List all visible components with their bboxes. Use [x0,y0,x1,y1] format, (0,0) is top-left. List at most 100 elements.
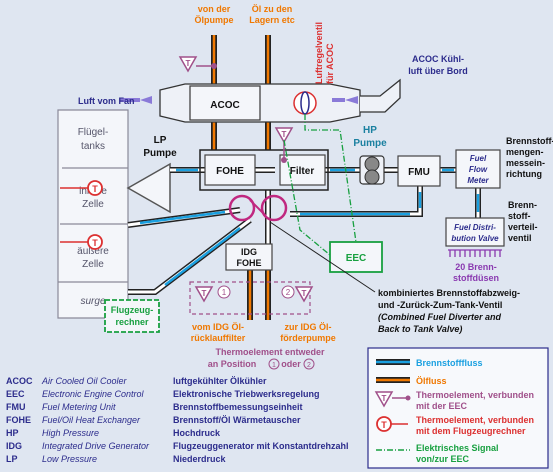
svg-text:LP: LP [6,454,18,464]
fohe-filter-frame [199,149,329,191]
svg-text:Brennstoffbemessungseinheit: Brennstoffbemessungseinheit [173,402,303,412]
air-valve-icon [293,91,317,115]
svg-text:FOHE: FOHE [6,415,31,425]
tank-label-innere-2: Zelle [82,199,104,210]
svg-text:Low Pressure: Low Pressure [42,454,97,464]
svg-text:Flugzeuggenerator mit Konstant: Flugzeuggenerator mit Konstantdrehzahl [173,441,349,451]
kombiniert-label-4: Back to Tank Valve) [378,324,462,334]
verteil-label-3: verteil- [508,222,538,232]
duesen-label-1: 20 Brenn- [455,262,497,272]
svg-text:ACOC: ACOC [6,376,33,386]
svg-text:Fuel/Oil Heat Exchanger: Fuel/Oil Heat Exchanger [42,415,141,425]
tank-label-surge: surge [80,296,105,307]
verteil-label-4: ventil [508,233,532,243]
thermo-option-1: T 1 [194,285,231,303]
hp-pump-label-2: Pumpe [353,138,387,149]
thermo-entweder-label-3: oder [281,359,301,369]
svg-text:Hochdruck: Hochdruck [173,428,221,438]
zur-idg-label-1: zur IDG Öl- [285,322,332,332]
svg-text:FMU: FMU [6,402,26,412]
svg-text:T: T [186,59,191,68]
mengenmess-label-2: mengen- [506,147,544,157]
eec-label: EEC [346,253,367,264]
svg-text:1: 1 [272,362,276,369]
mengenmess-label-1: Brennstoff- [506,136,553,146]
thermo-aircraft-sensor-1: T [60,180,103,196]
thermo-option-box [189,281,311,315]
svg-text:Air Cooled Oil Cooler: Air Cooled Oil Cooler [41,376,128,386]
legend-signal-2: von/zur EEC [416,454,470,464]
thermo-option-2: T 2 [281,285,314,303]
svg-text:Electronic Engine Control: Electronic Engine Control [42,389,145,399]
fohe-label: FOHE [216,166,244,177]
svg-text:T: T [202,289,207,298]
kombiniert-label-1: kombiniertes Brennstoffabzweig- [378,288,520,298]
thermo-entweder-label-1: Thermoelement entweder [215,347,325,357]
legend-fuel: Brennstofffluss [416,358,483,368]
svg-text:T: T [382,394,387,403]
fdv-label-2: bution Valve [451,234,499,243]
svg-text:Brennstoff/Öl Wärmetauscher: Brennstoff/Öl Wärmetauscher [173,415,301,425]
fuel-distribution-valve-box [445,217,505,247]
svg-text:1: 1 [222,288,227,297]
flugzeugrechner-label-2: rechner [115,317,149,327]
svg-text:T: T [302,289,307,298]
filter-label: Filter [290,166,315,177]
svg-text:T: T [92,238,98,248]
lp-pump-shape [126,162,171,214]
fmu-box [397,155,441,187]
vom-idg-label-1: vom IDG Öl- [192,322,244,332]
flugzeugrechner-label-1: Flugzeug- [111,305,154,315]
abbreviation-list: ACOC Air Cooled Oil Cooler luftgekühlter… [6,376,349,464]
fuel-flow-marks [139,168,480,286]
fmu-label: FMU [408,167,430,178]
oel-zu-den-lagern-2: Lagern etc [249,15,295,25]
ffm-label-1: Fuel [470,154,487,163]
legend-thermo-aircraft-2: mit dem Flugzeugrechner [416,426,526,436]
legend-thermo-eec-2: mit der EEC [416,401,468,411]
svg-text:Elektronische Triebwerksregelu: Elektronische Triebwerksregelung [173,389,320,399]
idg-fohe-label-1: IDG [241,247,257,257]
svg-text:HP: HP [6,428,19,438]
svg-text:luftgekühlter Ölkühler: luftgekühlter Ölkühler [173,376,267,386]
mengenmess-label-4: richtung [506,169,542,179]
svg-text:Integrated Drive Generator: Integrated Drive Generator [42,441,150,451]
svg-text:Niederdruck: Niederdruck [173,454,227,464]
acoc-kuehlluft-1: ACOC Kühl- [412,54,464,64]
nozzles-comb [448,249,502,257]
lp-pump-label-2: Pumpe [143,148,177,159]
thermo-eec-acoc: T [178,56,217,73]
legend: Brennstofffluss Ölfluss T Thermoelement,… [367,347,549,469]
tank-label-fluegel-2: tanks [81,141,105,152]
tank-label-fluegel-1: Flügel- [78,127,109,138]
von-der-oelpumpe-2: Ölpumpe [194,15,233,25]
fuel-flow-meter-box [455,149,501,189]
ffm-label-2: Flow [469,165,488,174]
thermo-aircraft-sensor-2: T [60,234,103,250]
svg-text:IDG: IDG [6,441,22,451]
verteil-label-1: Brenn- [508,200,537,210]
svg-text:EEC: EEC [6,389,25,399]
vom-idg-label-2: rücklauffilter [191,333,246,343]
svg-text:T: T [282,130,287,139]
idg-fohe-box [225,243,273,271]
acoc-label: ACOC [210,100,239,111]
ffm-label-3: Meter [467,176,489,185]
duesen-label-2: stoffdüsen [453,273,499,283]
tank-label-aeussere-1: äußere [77,246,109,257]
kombiniert-leader [269,221,376,293]
oel-zu-den-lagern-1: Öl zu den [252,4,293,14]
svg-text:Fuel Metering Unit: Fuel Metering Unit [42,402,116,412]
legend-thermo-aircraft-1: Thermoelement, verbunden [416,415,534,425]
circle-num-1 [268,358,280,370]
thermo-entweder-label-2: an Position [208,359,257,369]
legend-oil: Ölfluss [416,376,447,386]
lp-pump-label-1: LP [154,135,167,146]
svg-text:T: T [381,420,387,430]
acoc-kuehlluft-2: luft über Bord [408,66,468,76]
combined-diverter-valve [228,194,288,222]
circle-num-2 [303,358,315,370]
filter-box [279,154,326,186]
